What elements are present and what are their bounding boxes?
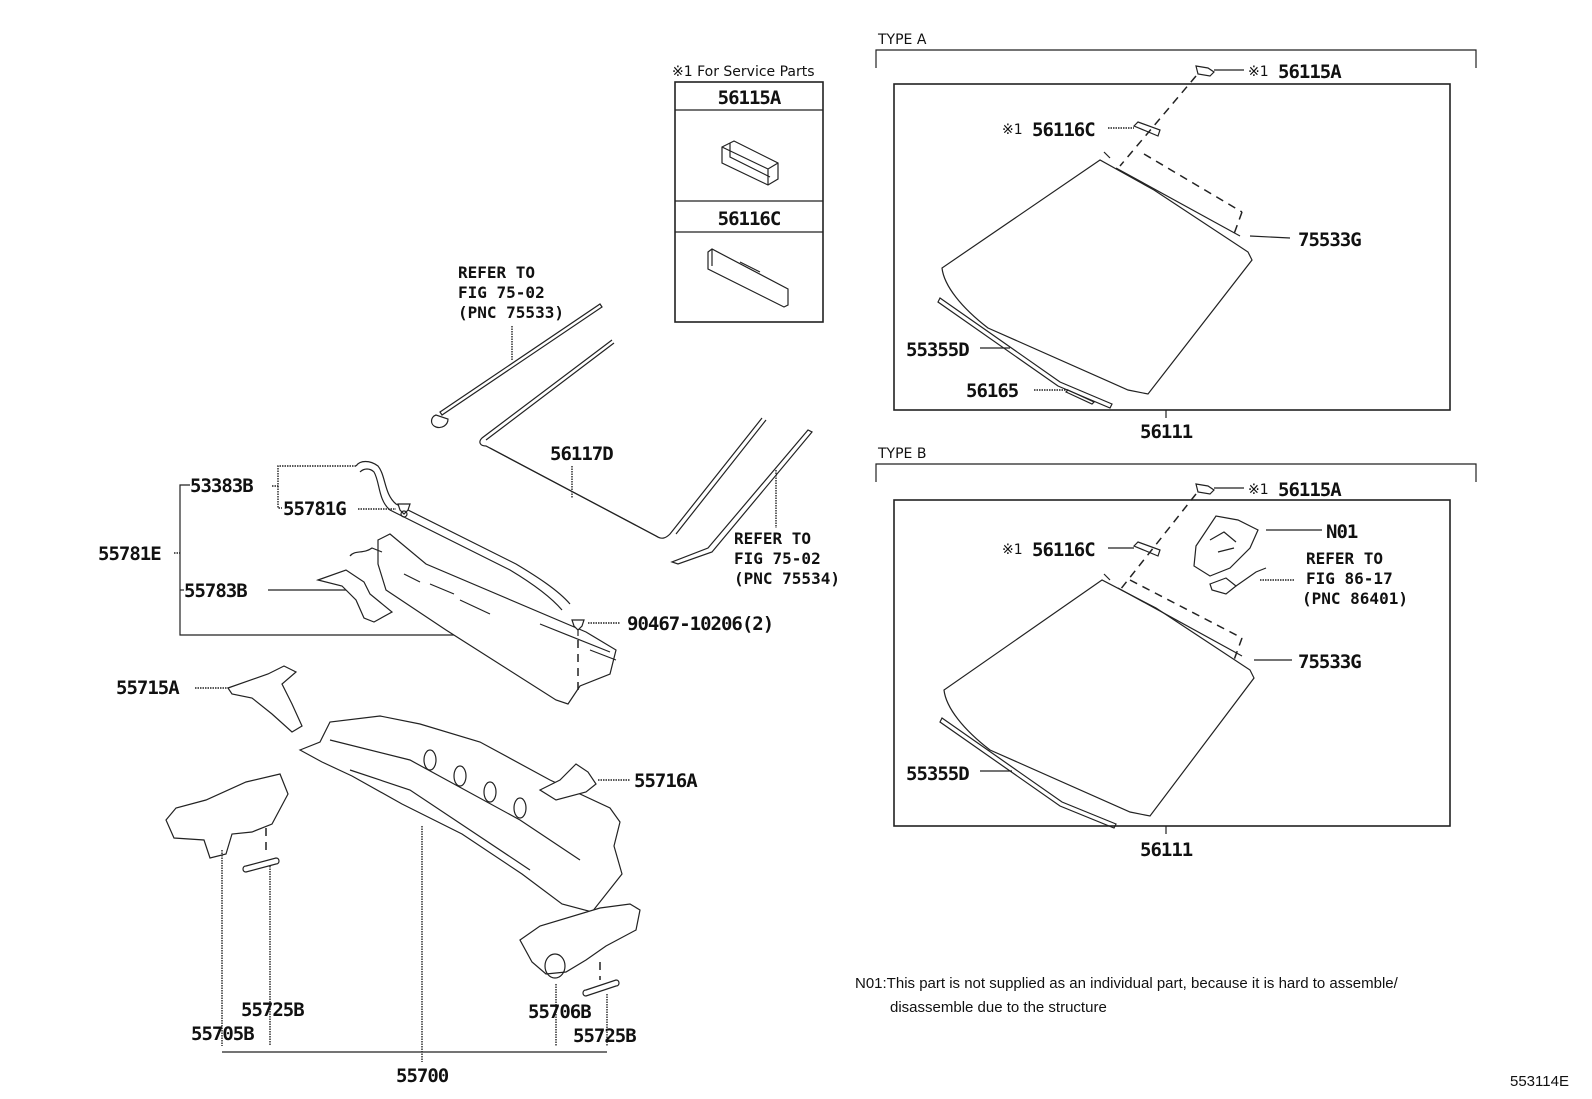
- label-55706B[interactable]: 55706B: [528, 1001, 592, 1023]
- clip-55781G-icon: [397, 503, 411, 518]
- clip-56115A-icon: [1195, 65, 1215, 77]
- brace-55715A: [227, 665, 303, 733]
- bracket-N01: [1193, 515, 1259, 577]
- moulding-ref-right-line2[interactable]: FIG 75-02: [734, 549, 821, 568]
- label-55781G[interactable]: 55781G: [283, 498, 347, 520]
- cowl-side-panel: [315, 569, 394, 623]
- moulding-55355D-a: [937, 297, 1113, 409]
- label-53383B[interactable]: 53383B: [190, 475, 254, 497]
- type-b-clip-mark: ※1: [1248, 482, 1269, 498]
- type-b-panel: TYPE B ※1 56115A N01 REFER TO FIG 86-17 …: [875, 446, 1477, 861]
- moulding-ref-right-line3[interactable]: (PNC 75534): [734, 569, 840, 588]
- label-55715A[interactable]: 55715A: [116, 677, 181, 699]
- type-b-sensor-ref-line3[interactable]: (PNC 86401): [1302, 589, 1408, 608]
- reinforcement-55705B: [165, 773, 289, 859]
- moulding-ref-line3[interactable]: (PNC 75533): [458, 303, 564, 322]
- label-56117D[interactable]: 56117D: [550, 443, 614, 465]
- label-55783B[interactable]: 55783B: [184, 580, 248, 602]
- plate-55725B-left: [242, 857, 280, 873]
- type-a-frame: [893, 83, 1451, 411]
- label-55716A[interactable]: 55716A: [634, 770, 699, 792]
- brace-55716A: [538, 763, 597, 801]
- service-parts-title: ※1 For Service Parts: [672, 64, 815, 80]
- cowl-seal: [355, 460, 571, 611]
- type-b-sensor-ref-line1[interactable]: REFER TO: [1306, 549, 1383, 568]
- type-a-spacer-mark: ※1: [1002, 122, 1023, 138]
- type-b-label-75533G[interactable]: 75533G: [1298, 651, 1362, 673]
- type-a-label-56116C[interactable]: 56116C: [1032, 119, 1096, 141]
- type-a-label-56115A[interactable]: 56115A: [1278, 61, 1343, 83]
- type-b-label-N01[interactable]: N01: [1326, 521, 1359, 543]
- type-b-title: TYPE B: [877, 446, 926, 462]
- moulding-55355D-b: [939, 717, 1117, 829]
- label-55725B-left[interactable]: 55725B: [241, 999, 305, 1021]
- label-55705B[interactable]: 55705B: [191, 1023, 255, 1045]
- reinforcement-55706B: [519, 903, 641, 979]
- footnote-line2: disassemble due to the structure: [890, 999, 1107, 1016]
- footnote-line1: N01:This part is not supplied as an indi…: [855, 975, 1399, 992]
- windshield-glass-a: [941, 151, 1253, 395]
- figure-id: 553114E: [1510, 1073, 1569, 1090]
- dash-panel-55700: [298, 715, 623, 913]
- type-a-panel: TYPE A ※1 56115A ※1 56116C 75533G 55355D…: [875, 32, 1477, 443]
- type-b-label-56111[interactable]: 56111: [1140, 839, 1194, 861]
- moulding-ref-line1[interactable]: REFER TO: [458, 263, 535, 282]
- type-b-sensor-ref-line2[interactable]: FIG 86-17: [1306, 569, 1393, 588]
- label-55700[interactable]: 55700: [396, 1065, 450, 1087]
- type-b-frame: [893, 499, 1451, 827]
- type-a-label-56111[interactable]: 56111: [1140, 421, 1194, 443]
- left-assembly: REFER TO FIG 75-02 (PNC 75533) 56117D RE…: [98, 263, 840, 1087]
- label-55725B-right[interactable]: 55725B: [573, 1025, 637, 1047]
- screw-90467-icon: [571, 619, 585, 636]
- type-a-title: TYPE A: [877, 32, 927, 48]
- type-b-label-56116C[interactable]: 56116C: [1032, 539, 1096, 561]
- service-parts-panel: ※1 For Service Parts 56115A 56116C: [672, 64, 824, 323]
- plate-55725B-right: [582, 979, 620, 997]
- sensor-86401: [1209, 567, 1267, 595]
- moulding-ref-right-line1[interactable]: REFER TO: [734, 529, 811, 548]
- spacer-part-icon: [707, 248, 789, 308]
- type-b-label-55355D[interactable]: 55355D: [906, 763, 970, 785]
- type-a-label-55355D[interactable]: 55355D: [906, 339, 970, 361]
- type-a-label-75533G[interactable]: 75533G: [1298, 229, 1362, 251]
- type-b-spacer-mark: ※1: [1002, 542, 1023, 558]
- windshield-glass-b: [943, 573, 1255, 817]
- service-parts-frame: [674, 81, 824, 323]
- type-b-label-56115A[interactable]: 56115A: [1278, 479, 1343, 501]
- clip-56115A-b-icon: [1195, 483, 1215, 495]
- cowl-top-panel: [349, 533, 617, 705]
- service-part-code-56116C[interactable]: 56116C: [718, 208, 782, 230]
- clip-part-icon: [721, 140, 779, 186]
- type-a-label-56165[interactable]: 56165: [966, 380, 1020, 402]
- spacer-56116C-icon: [1132, 121, 1161, 137]
- side-moulding-right: [670, 429, 813, 565]
- label-90467-10206[interactable]: 90467-10206(2): [627, 613, 774, 635]
- type-a-clip-mark: ※1: [1248, 64, 1269, 80]
- windshield-dam: [479, 339, 767, 539]
- moulding-ref-line2[interactable]: FIG 75-02: [458, 283, 545, 302]
- spacer-56116C-b-icon: [1132, 541, 1161, 557]
- service-part-code-56115A[interactable]: 56115A: [718, 87, 783, 109]
- label-55781E[interactable]: 55781E: [98, 543, 162, 565]
- side-moulding-left: [430, 303, 603, 429]
